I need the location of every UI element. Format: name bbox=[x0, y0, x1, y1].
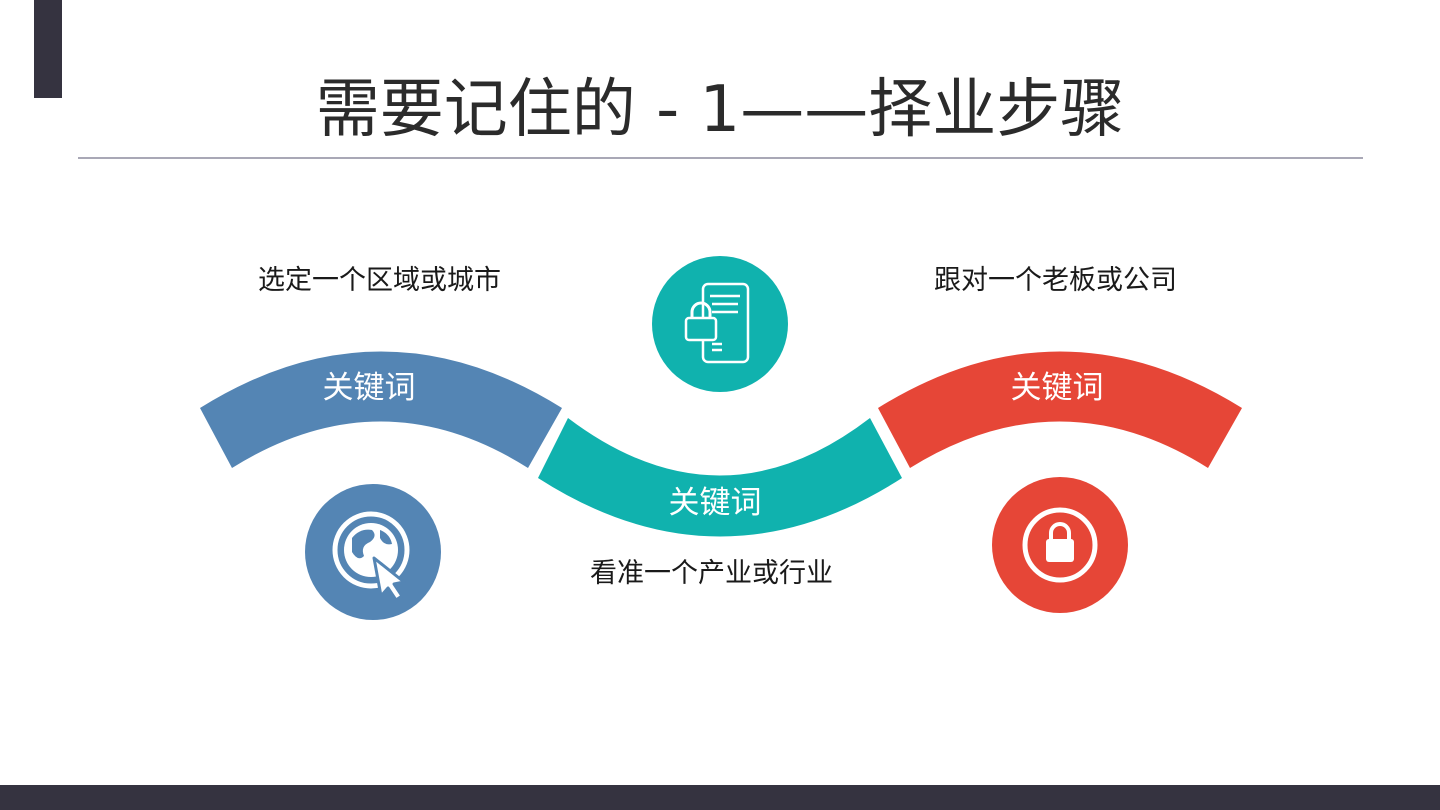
slide-title: 需要记住的 - 1——择业步骤 bbox=[315, 73, 1125, 147]
step-3-arc bbox=[878, 351, 1242, 468]
corner-accent-bar bbox=[34, 0, 62, 98]
step-1-description: 选定一个区域或城市 bbox=[258, 265, 501, 296]
step-2-keyword: 关键词 bbox=[669, 485, 762, 521]
step-2-icon-badge bbox=[652, 256, 788, 392]
step-1-icon-badge bbox=[305, 484, 441, 620]
step-2-description: 看准一个产业或行业 bbox=[590, 558, 833, 589]
step-3-icon-badge bbox=[992, 477, 1128, 613]
step-1-arc bbox=[200, 351, 562, 468]
title-divider bbox=[78, 157, 1363, 159]
globe-cursor-icon bbox=[332, 511, 410, 602]
padlock-icon bbox=[1022, 507, 1098, 583]
step-3-description: 跟对一个老板或公司 bbox=[934, 265, 1177, 296]
step-3-keyword: 关键词 bbox=[1011, 370, 1104, 406]
phone-lock-icon bbox=[684, 282, 750, 364]
step-2-arc bbox=[538, 418, 902, 537]
footer-bar bbox=[0, 785, 1440, 810]
step-1-keyword: 关键词 bbox=[323, 370, 416, 406]
